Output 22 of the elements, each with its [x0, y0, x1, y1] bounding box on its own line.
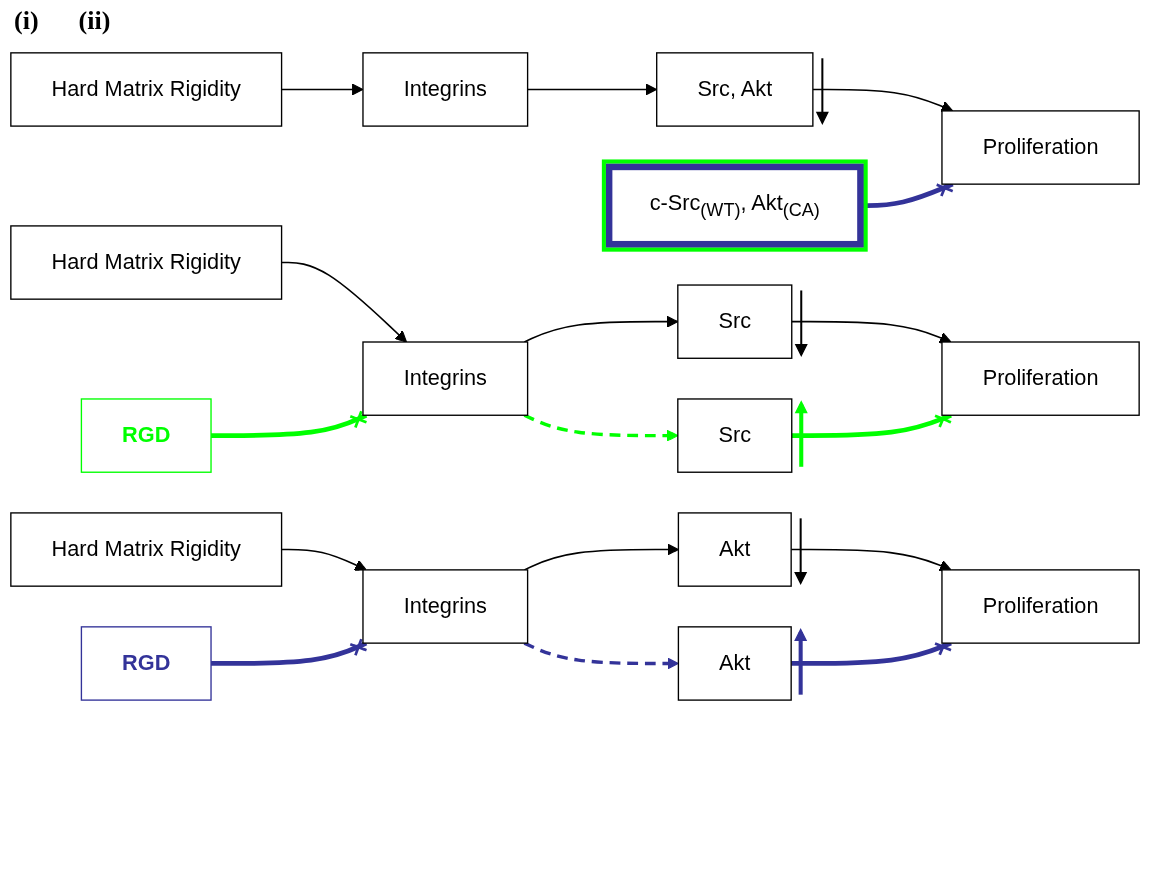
node-box: Akt [677, 512, 792, 587]
node-box: Integrins [362, 569, 529, 644]
node-box: Hard Matrix Rigidity [10, 225, 283, 300]
node-box: Integrins [362, 52, 529, 127]
node-box: RGD [80, 626, 212, 701]
node-box: Proliferation [941, 110, 1140, 185]
node-box: RGD [80, 398, 212, 473]
node-box: Proliferation [941, 341, 1140, 416]
connector [211, 637, 368, 666]
node-box: Integrins [362, 341, 529, 416]
connector [211, 409, 368, 438]
arrow [523, 641, 679, 670]
node-box: Proliferation [941, 569, 1140, 644]
node-box: Hard Matrix Rigidity [10, 512, 283, 587]
node-box: Hard Matrix Rigidity [10, 52, 283, 127]
section-label: (ii) [78, 6, 111, 36]
node-box: Src, Akt [656, 52, 814, 127]
node-box: Src [677, 284, 793, 359]
node-box: Akt [677, 626, 792, 701]
section-label: (i) [14, 6, 39, 36]
arrow [523, 543, 679, 571]
node-box: Src [677, 398, 793, 473]
